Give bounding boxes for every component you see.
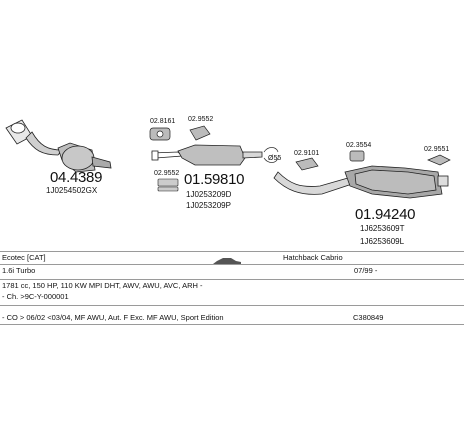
clamp-drawing: [263, 147, 279, 163]
hanger-part-02-3554: [349, 150, 365, 162]
table-divider: [0, 324, 464, 325]
part-number-catalytic: 04.4389: [50, 169, 103, 186]
reference-code: C380849: [353, 313, 384, 322]
hanger-part-02-8161: [149, 127, 171, 141]
engine-description: 1.6i Turbo: [2, 266, 36, 275]
hanger-label-02-9552-b: 02.9552: [154, 170, 180, 177]
exhaust-diagram: 04.4389 1J0254502GX 02.8161 02.9552 02.9…: [5, 116, 451, 246]
hanger-part-02-9552: [189, 125, 211, 141]
oem-number-rear-1: 1J6253609T: [360, 224, 405, 233]
rear-silencer-drawing: [273, 165, 449, 199]
hanger-label-02-3554: 02.3554: [346, 142, 372, 149]
hanger-label-02-9552: 02.9552: [188, 116, 214, 123]
oem-number-centre-2: 1J0253209P: [186, 201, 231, 210]
engine-specs: 1781 cc, 150 HP, 110 KW MPI DHT, AWV, AW…: [2, 281, 203, 290]
oem-number-centre-1: 1J0253209D: [186, 190, 232, 199]
centre-silencer-drawing: [151, 144, 263, 166]
hanger-part-02-9101: [295, 157, 319, 171]
part-number-centre-silencer: 01.59810: [184, 171, 245, 188]
oem-number-rear-2: 1J6253609L: [360, 237, 405, 246]
part-number-rear-silencer: 01.94240: [355, 206, 416, 223]
catalytic-converter-drawing: [5, 119, 112, 173]
chassis-range: - Ch. >9C-Y-000001: [2, 292, 69, 301]
production-dates: 07/99 -: [354, 266, 378, 275]
table-divider: [0, 251, 464, 252]
exhaust-drawing: [5, 119, 451, 199]
car-silhouette-icon: [212, 253, 242, 271]
hanger-part-02-9552-b: [157, 178, 179, 192]
table-divider: [0, 279, 464, 280]
oem-number-catalytic: 1J0254502GX: [46, 186, 98, 195]
clamp-diameter-label: Ø55: [268, 155, 282, 162]
table-divider: [0, 305, 464, 306]
hanger-label-02-9551: 02.9551: [424, 146, 450, 153]
hanger-label-02-8161: 02.8161: [150, 118, 176, 125]
engine-type: Ecotec [CAT]: [2, 253, 46, 262]
hanger-part-02-9551: [427, 154, 451, 166]
application-notes: - CO > 06/02 <03/04, MF AWU, Aut. F Exc.…: [2, 313, 224, 322]
body-type: Hatchback Cabrio: [283, 253, 343, 262]
table-divider: [0, 264, 464, 265]
hanger-label-02-9101: 02.9101: [294, 150, 320, 157]
